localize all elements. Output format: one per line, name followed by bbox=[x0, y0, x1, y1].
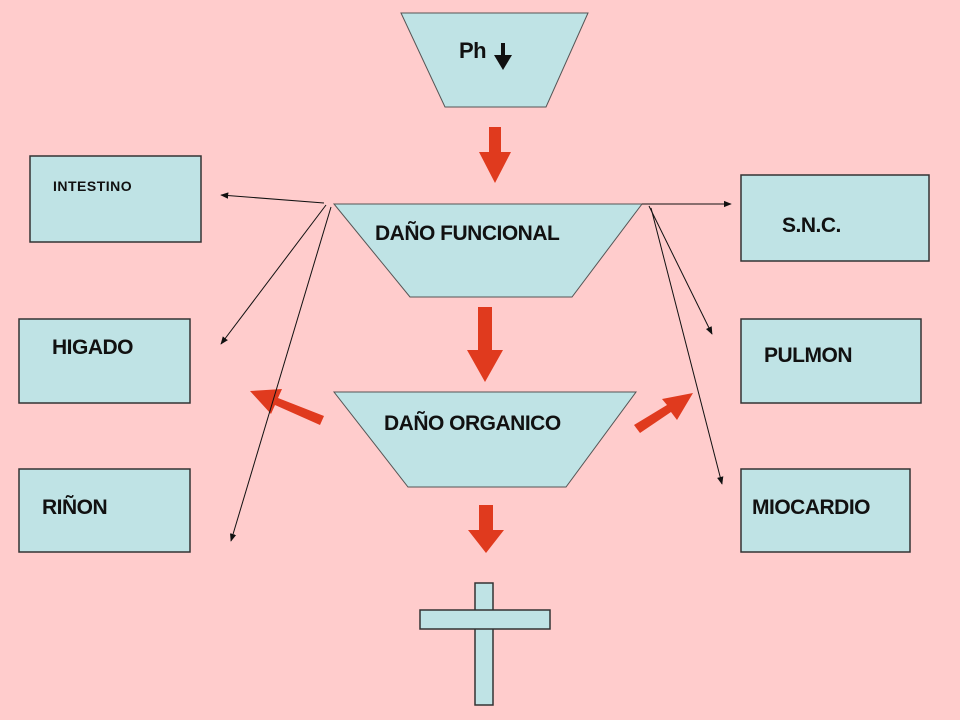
connector-to-myocardium bbox=[650, 207, 724, 485]
myocardium-label: MIOCARDIO bbox=[752, 496, 870, 519]
organ-box-kidney: RIÑON bbox=[18, 468, 191, 553]
flow-arrow-organic-to-death bbox=[468, 505, 504, 553]
connector-to-kidney bbox=[229, 206, 332, 542]
connector-to-intestine bbox=[220, 192, 325, 204]
flow-arrow-organic-left bbox=[250, 389, 324, 425]
cns-label: S.N.C. bbox=[782, 214, 841, 237]
cross-icon bbox=[419, 582, 551, 706]
flow-arrow-functional-to-organic bbox=[467, 307, 503, 382]
liver-label: HIGADO bbox=[52, 336, 133, 359]
organ-box-myocardium: MIOCARDIO bbox=[740, 468, 911, 553]
organic-damage-stage: DAÑO ORGANICO bbox=[332, 391, 637, 488]
down-arrow-icon bbox=[494, 43, 512, 70]
flow-arrow-ph-to-functional bbox=[479, 127, 511, 183]
intestine-label: INTESTINO bbox=[53, 178, 132, 194]
connector-to-lung bbox=[648, 205, 713, 335]
flow-arrow-organic-right bbox=[634, 393, 693, 433]
functional-damage-stage: DAÑO FUNCIONAL bbox=[332, 203, 644, 298]
organic-damage-label: DAÑO ORGANICO bbox=[384, 412, 561, 435]
ph-stage: Ph bbox=[400, 12, 589, 108]
lung-label: PULMON bbox=[764, 344, 852, 367]
functional-damage-label: DAÑO FUNCIONAL bbox=[375, 222, 560, 245]
ph-label: Ph bbox=[459, 38, 486, 63]
connector-to-liver bbox=[220, 204, 327, 345]
organ-box-lung: PULMON bbox=[740, 318, 922, 404]
kidney-label: RIÑON bbox=[42, 496, 107, 519]
organ-box-liver: HIGADO bbox=[18, 318, 191, 404]
organ-box-cns: S.N.C. bbox=[740, 174, 930, 262]
organ-box-intestine: INTESTINO bbox=[29, 155, 202, 243]
